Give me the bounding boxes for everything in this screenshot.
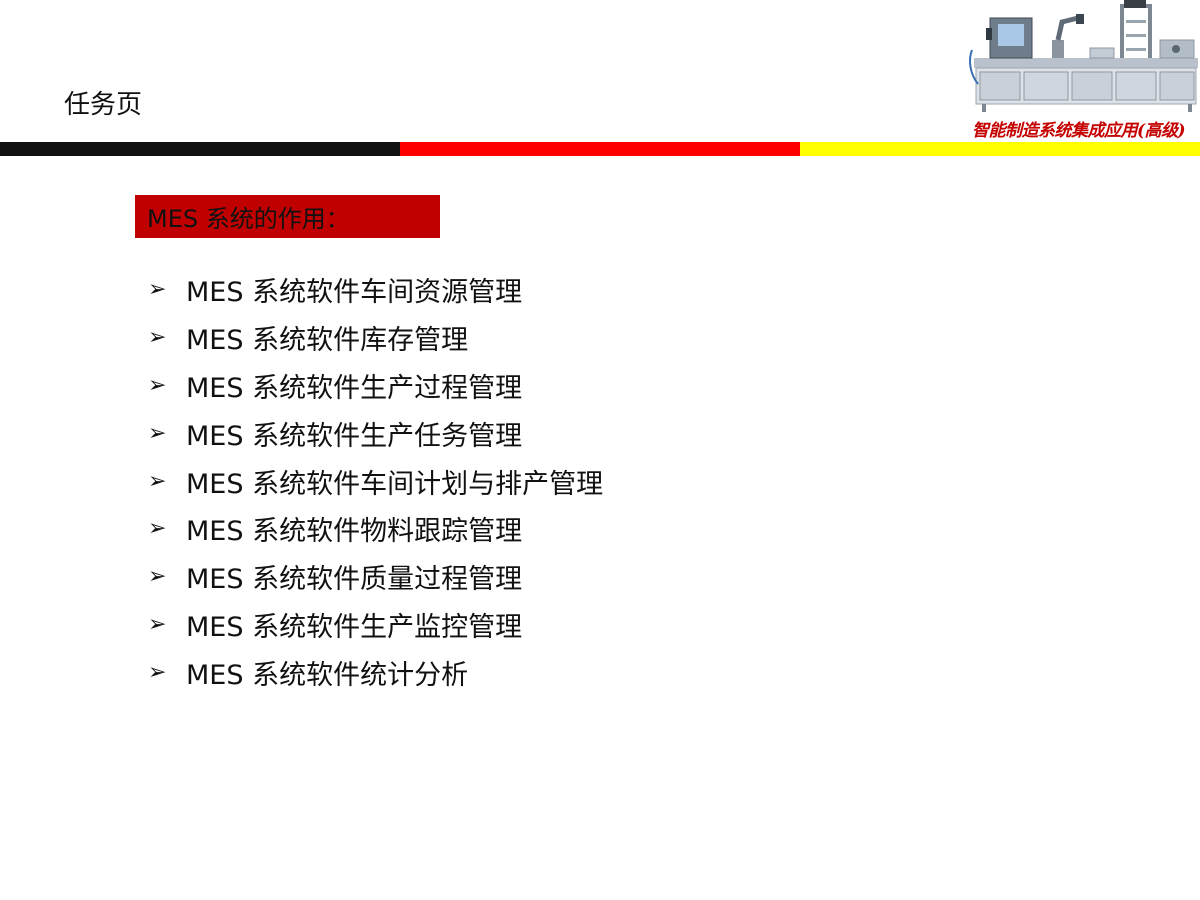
stripe-black (0, 142, 400, 156)
list-item-text: MES 系统软件车间计划与排产管理 (186, 468, 604, 500)
arrowhead-bullet-icon: ➢ (148, 611, 167, 637)
list-item-text: MES 系统软件统计分析 (186, 659, 469, 691)
list-item: ➢ MES 系统软件统计分析 (148, 648, 603, 696)
arrowhead-bullet-icon: ➢ (148, 564, 167, 590)
arrowhead-bullet-icon: ➢ (148, 372, 167, 398)
arrowhead-bullet-icon: ➢ (148, 659, 167, 685)
section-heading: MES 系统的作用： (147, 205, 350, 233)
feature-list: ➢ MES 系统软件车间资源管理 ➢ MES 系统软件库存管理 ➢ MES 系统软件生… (148, 266, 603, 696)
banner-image (960, 0, 1200, 140)
list-item: ➢ MES 系统软件车间资源管理 (148, 266, 603, 314)
list-item-text: MES 系统软件质量过程管理 (186, 564, 523, 596)
list-item-text: MES 系统软件车间资源管理 (186, 277, 523, 309)
arrowhead-bullet-icon: ➢ (148, 277, 167, 303)
list-item: ➢ MES 系统软件生产过程管理 (148, 362, 603, 410)
section-heading-box: MES 系统的作用： (135, 195, 440, 238)
stripe-red (400, 142, 800, 156)
arrowhead-bullet-icon: ➢ (148, 468, 167, 494)
arrowhead-bullet-icon: ➢ (148, 420, 167, 446)
page-title: 任务页 (64, 90, 143, 120)
list-item: ➢ MES 系统软件物料跟踪管理 (148, 505, 603, 553)
list-item-text: MES 系统软件库存管理 (186, 325, 469, 357)
list-item-text: MES 系统软件生产过程管理 (186, 372, 523, 404)
header-stripe (0, 142, 1200, 156)
production-line-illustration (960, 0, 1200, 140)
arrowhead-bullet-icon: ➢ (148, 325, 167, 351)
list-item-text: MES 系统软件生产监控管理 (186, 611, 523, 643)
arrowhead-bullet-icon: ➢ (148, 516, 167, 542)
banner-caption: 智能制造系统集成应用(高级) (972, 121, 1186, 141)
list-item: ➢ MES 系统软件生产监控管理 (148, 601, 603, 649)
list-item: ➢ MES 系统软件车间计划与排产管理 (148, 457, 603, 505)
list-item-text: MES 系统软件物料跟踪管理 (186, 516, 523, 548)
list-item: ➢ MES 系统软件库存管理 (148, 314, 603, 362)
list-item: ➢ MES 系统软件质量过程管理 (148, 553, 603, 601)
list-item: ➢ MES 系统软件生产任务管理 (148, 409, 603, 457)
list-item-text: MES 系统软件生产任务管理 (186, 420, 523, 452)
stripe-yellow (800, 142, 1200, 156)
